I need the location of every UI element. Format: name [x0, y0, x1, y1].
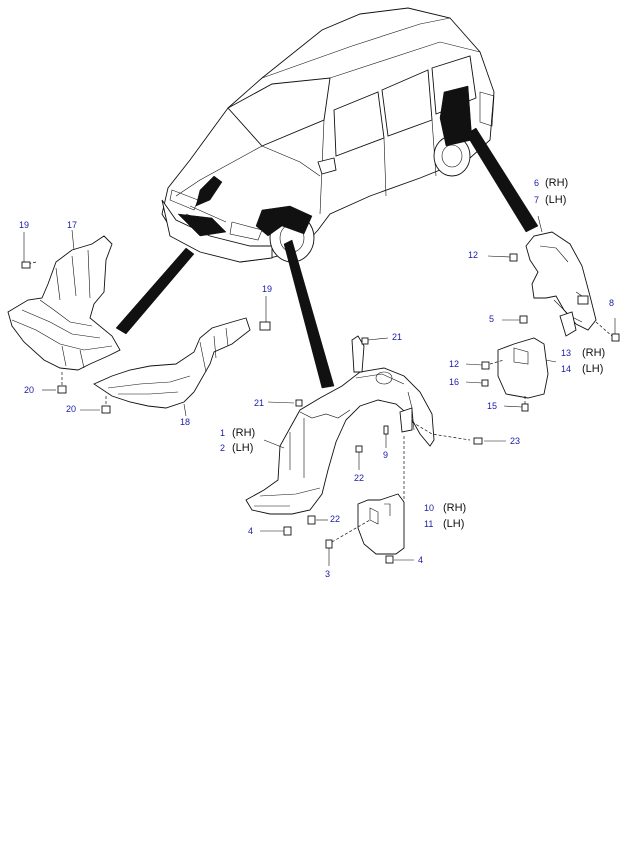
callout-20: 20: [24, 385, 35, 395]
callout-1: 1: [220, 428, 226, 438]
side-lh-label: (LH): [232, 442, 254, 454]
callout-21: 21: [392, 332, 403, 342]
callout-10: 10: [424, 503, 435, 513]
callout-22: 22: [330, 514, 341, 524]
callout-4: 4: [248, 526, 254, 536]
callout-15: 15: [487, 401, 498, 411]
callout-23: 23: [510, 436, 521, 446]
fasteners-left: [21, 229, 271, 417]
callout-14: 14: [561, 364, 572, 374]
callout-21: 21: [254, 398, 265, 408]
side-rh-label: (RH): [232, 427, 256, 439]
callout-19: 19: [262, 284, 273, 294]
mud-flap-10-11: [357, 493, 405, 555]
leader-wedge-fender: [283, 239, 335, 389]
callout-19: 19: [19, 220, 30, 230]
side-lh-label: (LH): [582, 363, 604, 375]
front-wheel-guard: [245, 335, 471, 521]
side-lh-label: (LH): [545, 194, 567, 206]
leader-wedge-rear: [465, 127, 539, 233]
callout-6: 6: [534, 178, 540, 188]
rear-wheel-guard: [525, 231, 597, 337]
callout-12: 12: [449, 359, 460, 369]
callout-12: 12: [468, 250, 479, 260]
callout-16: 16: [449, 377, 460, 387]
callout-9: 9: [383, 450, 389, 460]
mud-flap-13-14: [497, 337, 549, 399]
callout-20: 20: [66, 404, 77, 414]
callout-8: 8: [609, 298, 615, 308]
callout-22: 22: [354, 473, 365, 483]
side-rh-label: (RH): [545, 177, 569, 189]
side-rh-label: (RH): [443, 502, 467, 514]
fasteners-middle: [260, 337, 506, 566]
callout-5: 5: [489, 314, 495, 324]
callout-3: 3: [325, 569, 331, 579]
callout-18: 18: [180, 417, 191, 427]
callout-13: 13: [561, 348, 572, 358]
callout-7: 7: [534, 195, 540, 205]
under-cover-18: [93, 317, 251, 409]
callout-2: 2: [220, 443, 226, 453]
side-lh-label: (LH): [443, 518, 465, 530]
callout-17: 17: [67, 220, 78, 230]
callout-11: 11: [424, 519, 434, 529]
vehicle-illustration: [161, 7, 495, 263]
fasteners-right: [465, 215, 620, 412]
under-cover-17: [7, 235, 121, 371]
leader-wedge-front: [115, 247, 195, 335]
side-rh-label: (RH): [582, 347, 606, 359]
callout-4: 4: [418, 555, 424, 565]
